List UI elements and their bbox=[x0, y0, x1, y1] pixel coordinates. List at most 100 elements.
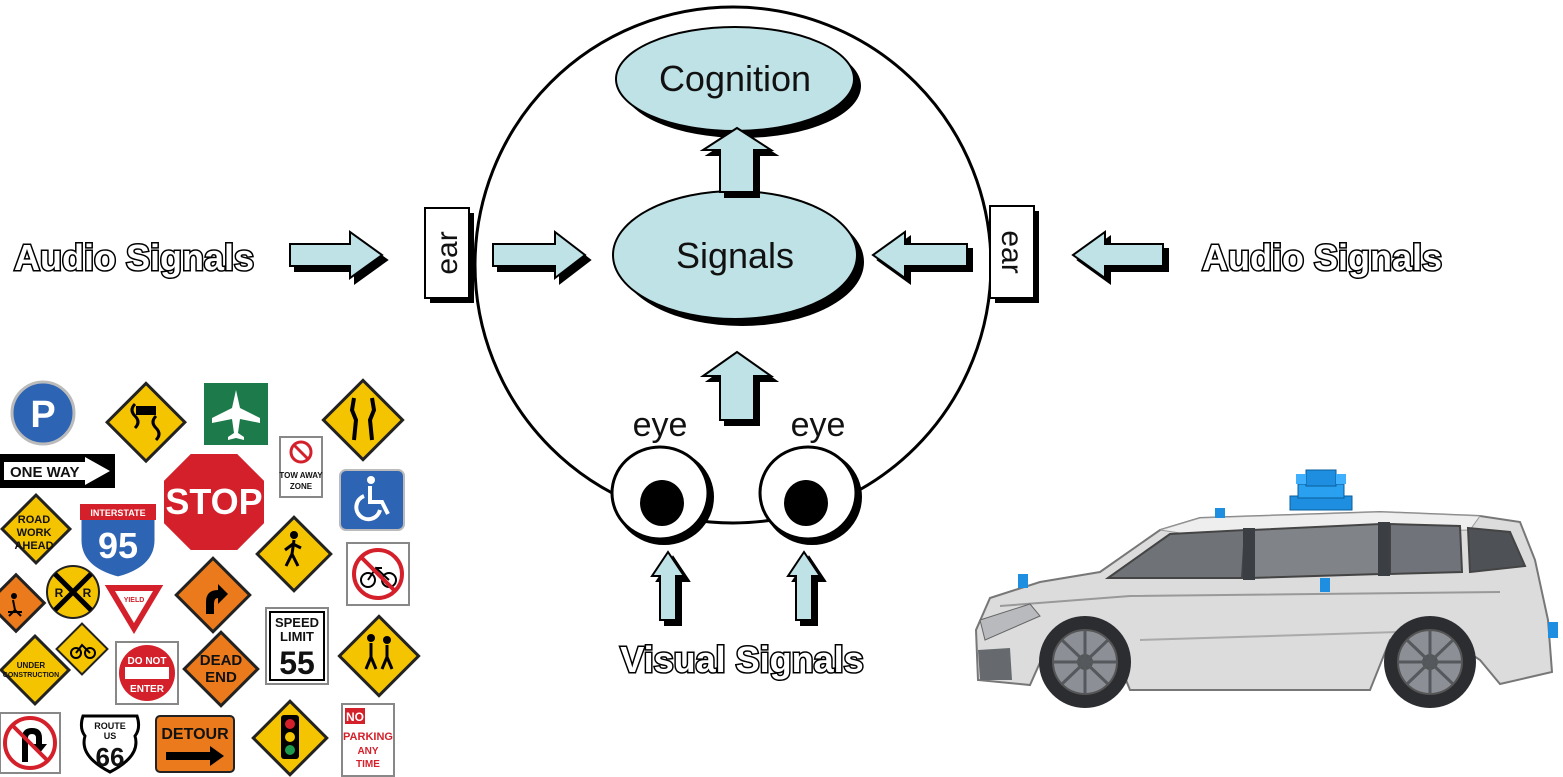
narrowing-road-icon bbox=[349, 397, 377, 441]
speed-limit-sign: SPEED LIMIT 55 bbox=[265, 607, 329, 685]
interstate-sign: INTERSTATE 95 bbox=[78, 502, 158, 580]
pedestrian-icon bbox=[284, 539, 302, 567]
cognition-node: Cognition bbox=[615, 26, 861, 138]
detour-sign: DETOUR bbox=[155, 715, 235, 773]
arrow-up-from-eyes bbox=[699, 350, 775, 421]
speed-text: SPEED bbox=[275, 615, 319, 630]
speed-number: 55 bbox=[279, 645, 315, 681]
interstate-number: 95 bbox=[98, 525, 138, 566]
ear-left-label: ear bbox=[431, 231, 464, 274]
no-u-turn-sign bbox=[0, 712, 61, 774]
no-parking-sign: NO PARKING ANY TIME bbox=[341, 703, 395, 777]
railroad-sign: R R bbox=[46, 565, 100, 619]
parking-text: PARKING bbox=[343, 731, 393, 743]
tow-away-text-1: TOW AWAY bbox=[279, 471, 323, 480]
route-66-sign: ROUTE US 66 bbox=[79, 714, 141, 774]
detour-text: DETOUR bbox=[161, 726, 229, 743]
do-not-enter-sign: DO NOT ENTER bbox=[115, 641, 179, 705]
bicycle-icon bbox=[70, 643, 96, 659]
stop-sign: STOP bbox=[160, 450, 268, 554]
sensor-roof-front bbox=[1215, 508, 1225, 518]
airplane-icon bbox=[212, 390, 260, 440]
slippery-road-sign bbox=[104, 381, 188, 464]
route-number: 66 bbox=[96, 742, 125, 772]
sensor-front-mirror bbox=[1018, 574, 1028, 588]
audio-signals-right-label: Audio Signals bbox=[1202, 237, 1442, 278]
children-crossing-icon bbox=[364, 634, 394, 670]
road-work-line-3: AHEAD bbox=[14, 540, 53, 552]
road-signs-collage: P ONE WAY TOW AWAY ZONE bbox=[0, 378, 421, 777]
car-wheel-front bbox=[1039, 616, 1131, 708]
dead-text: DEAD bbox=[200, 652, 243, 669]
stop-text: STOP bbox=[165, 481, 262, 522]
cognition-label: Cognition bbox=[659, 58, 811, 99]
tow-away-text-2: ZONE bbox=[290, 482, 313, 491]
sensor-rear bbox=[1548, 622, 1558, 638]
worker-sign bbox=[0, 572, 47, 634]
road-work-line-2: WORK bbox=[17, 527, 52, 539]
narrowing-road-sign bbox=[321, 378, 405, 462]
arrow-ear-right-to-signals bbox=[871, 230, 968, 280]
car-window-rear bbox=[1389, 522, 1464, 576]
ear-right: ear bbox=[989, 205, 1039, 303]
arrow-visual-left bbox=[650, 550, 686, 621]
road-work-line-1: ROAD bbox=[18, 514, 50, 526]
one-way-sign: ONE WAY bbox=[0, 454, 115, 488]
autonomous-car bbox=[974, 469, 1558, 708]
traffic-light-sign bbox=[251, 699, 329, 777]
arrow-ear-left-to-signals bbox=[492, 229, 587, 281]
under-construction-line-2: CONSTRUCTION bbox=[3, 672, 59, 679]
ear-right-label: ear bbox=[995, 230, 1028, 273]
accessible-sign bbox=[339, 469, 405, 531]
car-wheel-rear bbox=[1384, 616, 1476, 708]
signals-node: Signals bbox=[612, 190, 864, 326]
worker-icon bbox=[8, 599, 22, 617]
do-not-text: DO NOT bbox=[128, 656, 167, 667]
no-bicycle-sign bbox=[346, 542, 410, 606]
time-text: TIME bbox=[356, 759, 380, 770]
yield-sign: YIELD bbox=[101, 583, 167, 638]
children-crossing-sign bbox=[337, 614, 421, 698]
eye-left-label: eye bbox=[633, 406, 688, 444]
car-window-middle bbox=[1248, 522, 1381, 580]
arrow-up-to-cognition bbox=[699, 126, 775, 193]
parking-sign: P bbox=[10, 380, 76, 446]
no-text: NO bbox=[346, 710, 364, 724]
bicycle-sign bbox=[55, 622, 109, 676]
enter-text: ENTER bbox=[130, 684, 165, 695]
road-work-sign: ROAD WORK AHEAD bbox=[0, 492, 73, 566]
pedestrian-sign bbox=[255, 515, 333, 593]
curve-sign bbox=[174, 556, 252, 634]
airport-sign bbox=[202, 381, 270, 447]
ear-left: ear bbox=[424, 207, 474, 303]
eye-right bbox=[758, 445, 862, 545]
under-construction-line-1: UNDER bbox=[17, 661, 46, 670]
visual-signals-label: Visual Signals bbox=[620, 639, 863, 680]
curve-arrow-icon bbox=[206, 584, 228, 614]
under-construction-sign: UNDER CONSTRUCTION bbox=[0, 633, 72, 707]
yield-text: YIELD bbox=[124, 597, 145, 604]
interstate-text: INTERSTATE bbox=[90, 508, 145, 518]
eye-left bbox=[610, 445, 714, 545]
arrow-audio-right-to-ear bbox=[1071, 230, 1164, 280]
slippery-road-icon bbox=[130, 402, 161, 442]
signals-label: Signals bbox=[676, 235, 794, 276]
limit-text: LIMIT bbox=[280, 629, 314, 644]
railroad-right-r: R bbox=[83, 586, 92, 600]
railroad-left-r: R bbox=[55, 586, 64, 600]
lidar-sensor-icon bbox=[1289, 469, 1353, 511]
one-way-text: ONE WAY bbox=[10, 464, 79, 481]
arrow-audio-left-to-ear bbox=[289, 230, 384, 280]
any-text: ANY bbox=[357, 746, 378, 757]
eye-right-label: eye bbox=[791, 406, 846, 444]
dead-end-sign: DEAD END bbox=[182, 630, 260, 708]
audio-signals-left-label: Audio Signals bbox=[14, 237, 254, 278]
arrow-visual-right bbox=[786, 550, 822, 621]
wheelchair-icon bbox=[354, 486, 390, 522]
tow-away-sign: TOW AWAY ZONE bbox=[279, 436, 323, 498]
route-text: ROUTE bbox=[94, 721, 126, 731]
parking-letter: P bbox=[30, 394, 55, 436]
route-us-text: US bbox=[104, 731, 117, 741]
end-text: END bbox=[205, 669, 237, 686]
